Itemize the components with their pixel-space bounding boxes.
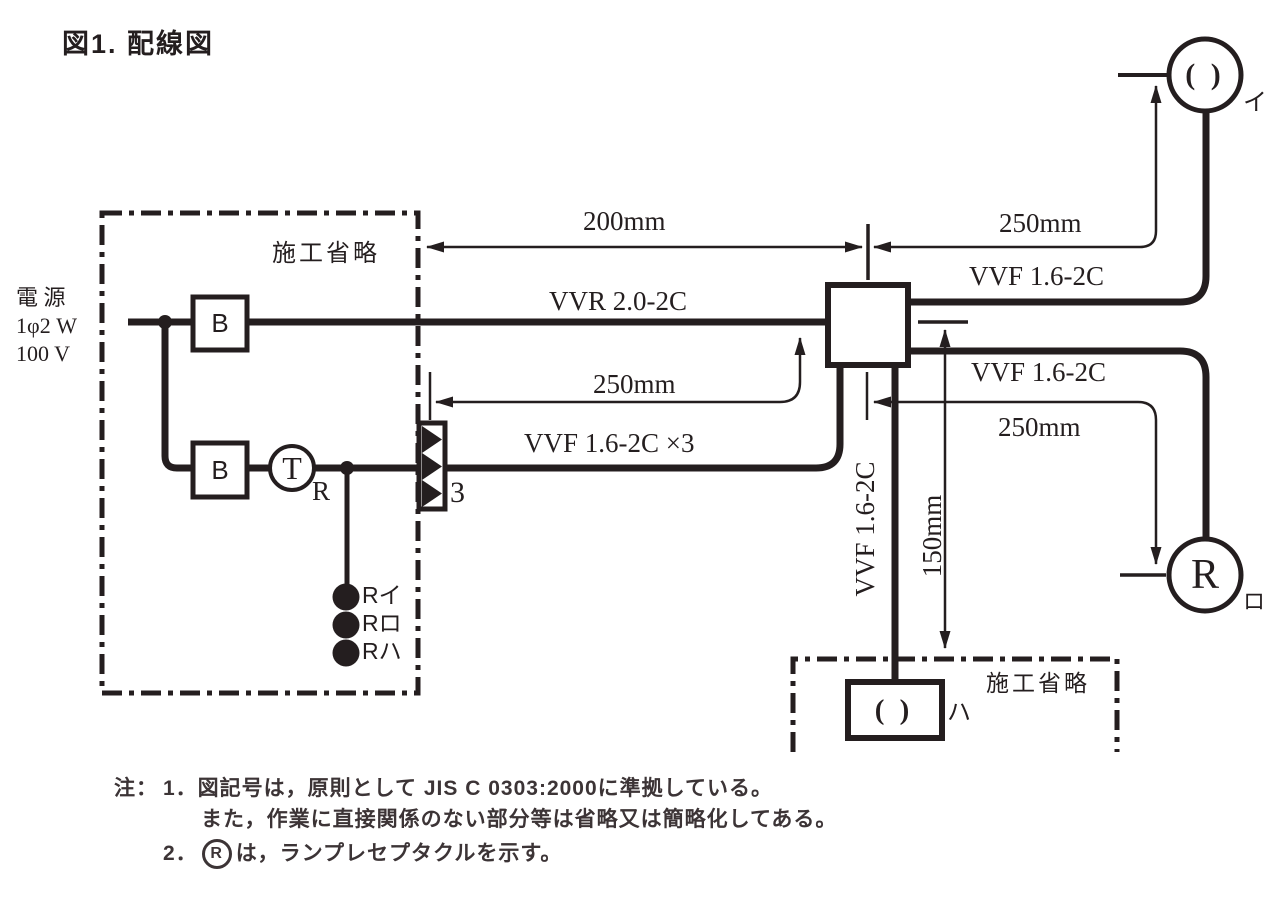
cable-lower-branch — [161, 322, 419, 472]
note-item2-text: は，ランプレセプタクルを示す。 — [235, 842, 563, 866]
page-title: 図1. 配線図 — [62, 29, 215, 59]
cable-label-vvf-x3: VVF 1.6-2C ×3 — [524, 428, 695, 458]
notes-prefix: 注： — [114, 777, 158, 800]
transformer-sub-letter: R — [312, 476, 331, 506]
dimension-label-250mm-middle: 250mm — [593, 369, 676, 399]
circled-r-symbol: R — [201, 839, 232, 869]
note-item2: 2． R は，ランプレセプタクルを示す。 — [163, 839, 562, 869]
dimension-label-200mm: 200mm — [583, 206, 666, 236]
ceiling-rosette-square-label: ハ — [947, 700, 971, 726]
relay-count-label: 3 — [450, 476, 465, 509]
ceiling-rosette-round-circle — [1166, 36, 1244, 114]
power-line1: 電 源 — [16, 285, 66, 310]
lamp-receptacle-circle — [1166, 536, 1244, 614]
junction-dot-switch-branch — [340, 461, 354, 475]
power-line3: 100 V — [16, 341, 70, 366]
ceiling-rosette-round-glyph: ( ) — [1185, 58, 1225, 91]
omission-lower-label: 施工省略 — [986, 671, 1090, 696]
remote-switch-i-label: Rイ — [362, 582, 402, 608]
note-item2-number: 2． — [163, 842, 198, 866]
transformer-letter: T — [282, 449, 302, 486]
breaker2-letter: B — [211, 454, 229, 485]
power-source-label: 電 源 1φ2 W 100 V — [16, 284, 77, 368]
remote-switch-ro-dot — [332, 611, 360, 639]
junction-dot-source — [158, 315, 172, 329]
dimension-label-250mm-right: 250mm — [998, 412, 1081, 442]
lamp-receptacle-label: ロ — [1243, 589, 1266, 614]
omission-upper-label: 施工省略 — [272, 241, 380, 267]
omission-box-lower — [790, 656, 1120, 752]
cable-label-vvf-i: VVF 1.6-2C — [969, 261, 1105, 291]
cable-label-vvf-ro: VVF 1.6-2C — [971, 357, 1107, 387]
ceiling-rosette-square-box — [845, 679, 945, 741]
remote-switch-ha-dot — [332, 639, 360, 667]
ceiling-rosette-round-label: イ — [1243, 90, 1267, 116]
breaker1-letter: B — [211, 308, 229, 338]
power-line2: 1φ2 W — [16, 313, 77, 338]
ceiling-rosette-square-glyph: ( ) — [874, 693, 914, 726]
relay-triangle-1 — [422, 426, 442, 453]
dimension-line-250mm-top — [873, 85, 1162, 253]
dimension-label-250mm-top: 250mm — [999, 208, 1082, 238]
cable-vvf-to-i — [908, 112, 1210, 306]
lamp-receptacle-letter: R — [1190, 552, 1219, 598]
remote-switch-ha-label: Rハ — [362, 638, 402, 664]
cable-vvf-to-ro — [908, 347, 1210, 540]
cable-label-vvr: VVR 2.0-2C — [549, 286, 688, 316]
remote-switch-i-dot — [332, 583, 360, 611]
breaker1-box — [190, 294, 250, 353]
dimension-label-150mm: 150mm — [917, 494, 947, 578]
cable-label-vvf-ha: VVF 1.6-2C — [850, 461, 880, 597]
breaker2-box — [190, 440, 250, 500]
relay-triangle-3 — [422, 480, 442, 507]
note-item1-continued: また，作業に直接関係のない部分等は省略又は簡略化してある。 — [201, 808, 838, 831]
joint-box — [825, 282, 911, 368]
relay-triangle-2 — [422, 453, 442, 480]
dimension-line-250mm-right — [873, 396, 1162, 565]
transformer-circle — [268, 444, 316, 492]
remote-switch-ro-label: Rロ — [362, 610, 402, 636]
dimension-line-250mm-middle — [435, 337, 806, 408]
note-item1: 1．図記号は，原則として JIS C 0303:2000に準拠している。 — [163, 777, 774, 800]
cable-vvf-x3 — [445, 365, 844, 472]
